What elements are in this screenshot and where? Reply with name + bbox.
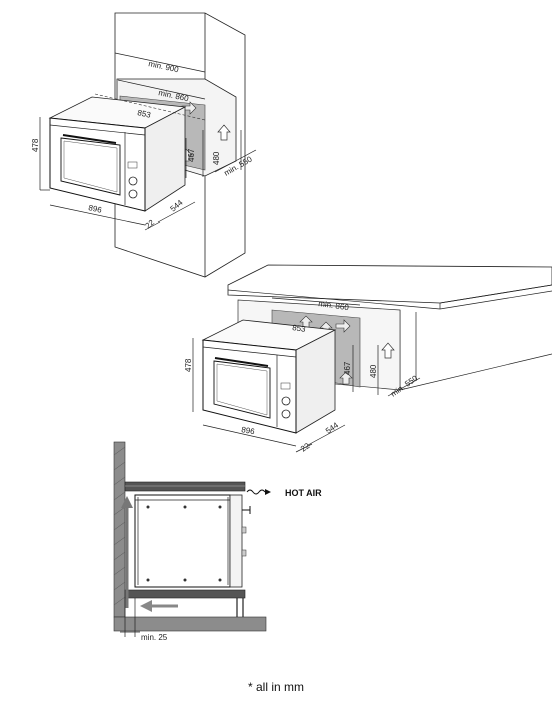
units-footnote: * all in mm — [247, 680, 304, 694]
dim-label: 896 — [88, 203, 103, 215]
dim-label: 478 — [184, 358, 193, 372]
dim-label: 544 — [324, 420, 341, 435]
figure-section-airflow: HOT AIR min. 25 — [113, 441, 322, 642]
figure-tall-column: min. 900 min. 860 853 467 480 min. 550 4… — [31, 12, 257, 278]
dim-label: 896 — [241, 425, 256, 436]
dim-label: min. 860 — [318, 299, 350, 312]
dim-label: 853 — [292, 323, 307, 334]
dim-label: 22 — [299, 441, 312, 454]
dim-label: 480 — [369, 364, 378, 378]
dim-label: 467 — [343, 361, 352, 375]
dim-label: 467 — [187, 148, 196, 162]
gap-label: min. 25 — [141, 633, 168, 642]
dim-label: 480 — [212, 151, 221, 165]
hot-air-label: HOT AIR — [285, 488, 322, 498]
dim-label: 478 — [31, 138, 40, 152]
figure-under-counter: min. 860 853 467 480 min. 550 478 896 54… — [184, 264, 552, 454]
dim-label: 853 — [137, 108, 152, 120]
